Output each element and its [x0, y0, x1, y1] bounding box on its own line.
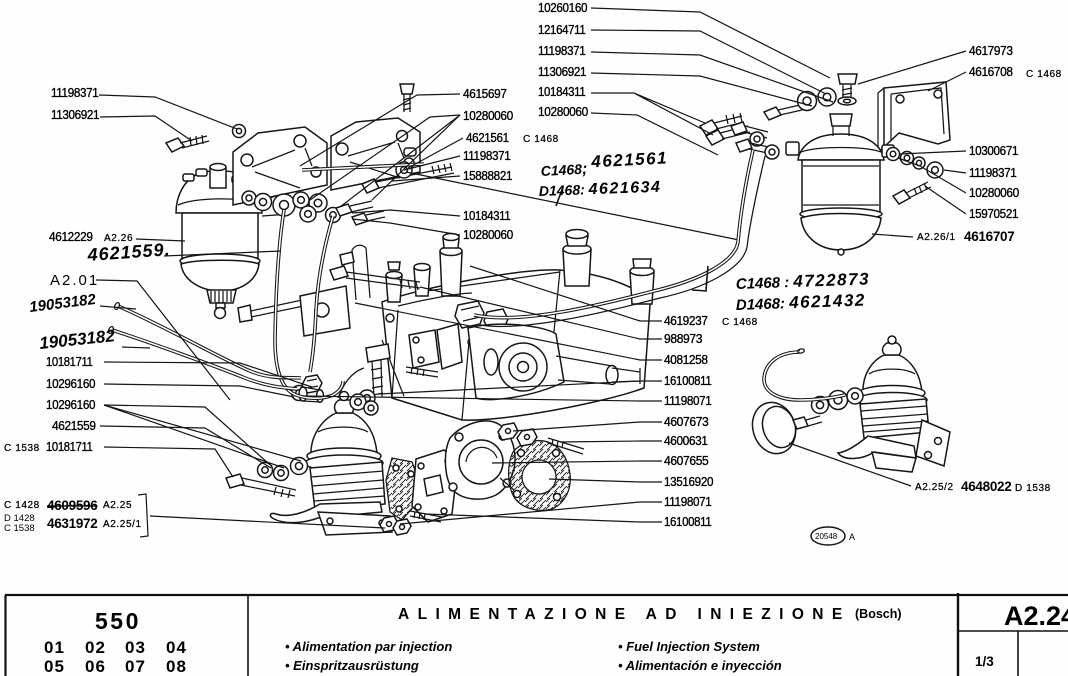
svg-text:10296160: 10296160 — [46, 376, 95, 391]
svg-text:D 1538: D 1538 — [1015, 483, 1051, 494]
svg-text:11198071: 11198071 — [664, 393, 711, 408]
svg-text:550: 550 — [95, 608, 141, 634]
svg-text:4081258: 4081258 — [664, 352, 708, 367]
svg-text:11198371: 11198371 — [969, 165, 1016, 180]
svg-text:20548: 20548 — [815, 532, 838, 541]
svg-text:4631972: 4631972 — [47, 516, 97, 531]
svg-text:15970521: 15970521 — [969, 206, 1018, 221]
svg-text:16100811: 16100811 — [664, 514, 711, 529]
svg-text:• Einspritzausrüstung: • Einspritzausrüstung — [285, 658, 419, 673]
svg-text:10280060: 10280060 — [463, 227, 513, 242]
svg-text:1/3: 1/3 — [975, 654, 994, 669]
svg-text:4617973: 4617973 — [969, 43, 1013, 58]
svg-text:A2.25/2: A2.25/2 — [915, 482, 954, 493]
svg-text:988973: 988973 — [664, 331, 702, 346]
svg-text:10181711: 10181711 — [46, 439, 93, 454]
svg-text:10280060: 10280060 — [969, 185, 1019, 200]
svg-text:4619237: 4619237 — [664, 313, 708, 328]
svg-text:(Bosch): (Bosch) — [855, 607, 902, 621]
svg-text:C 1468: C 1468 — [523, 134, 559, 145]
svg-text:A: A — [849, 532, 855, 542]
svg-text:C1468 : 4722873: C1468 : 4722873 — [735, 269, 870, 293]
svg-text:A2.01: A2.01 — [50, 272, 99, 289]
svg-text:10280060: 10280060 — [463, 108, 513, 123]
svg-text:D1468: 4621432: D1468: 4621432 — [735, 290, 866, 314]
svg-text:4648022: 4648022 — [961, 479, 1011, 494]
svg-text:4607655: 4607655 — [664, 453, 708, 468]
svg-text:11306921: 11306921 — [538, 64, 586, 79]
svg-text:4616708: 4616708 — [969, 64, 1013, 79]
svg-text:11198371: 11198371 — [463, 148, 510, 163]
svg-text:ALIMENTAZIONE AD INIEZIONE: ALIMENTAZIONE AD INIEZIONE — [398, 606, 851, 623]
svg-text:11198371: 11198371 — [538, 43, 585, 58]
svg-text:C 1428: C 1428 — [4, 500, 40, 511]
svg-text:4612229: 4612229 — [49, 229, 93, 244]
svg-text:4600631: 4600631 — [664, 433, 708, 448]
svg-text:11198071: 11198071 — [664, 494, 711, 509]
svg-text:D 1428: D 1428 — [4, 513, 35, 524]
svg-text:10260160: 10260160 — [538, 0, 587, 15]
svg-text:10296160: 10296160 — [46, 397, 95, 412]
svg-text:4621559: 4621559 — [52, 418, 96, 433]
svg-text:A2.26/1: A2.26/1 — [917, 232, 956, 243]
svg-text:12164711: 12164711 — [538, 22, 585, 37]
svg-text:4616707: 4616707 — [964, 229, 1014, 244]
svg-text:A2.26: A2.26 — [104, 233, 133, 244]
svg-text:• Alimentación e inyección: • Alimentación e inyección — [618, 658, 782, 673]
svg-text:A2.24: A2.24 — [1004, 601, 1068, 631]
svg-text:C 1538: C 1538 — [4, 443, 40, 454]
svg-text:10184311: 10184311 — [463, 208, 510, 223]
svg-text:11306921: 11306921 — [51, 107, 99, 122]
svg-text:C 1538: C 1538 — [4, 523, 35, 534]
svg-text:4607673: 4607673 — [664, 414, 708, 429]
svg-text:• Alimentation par injection: • Alimentation par injection — [285, 639, 452, 654]
svg-text:C 1468: C 1468 — [722, 317, 758, 328]
svg-text:A2.25: A2.25 — [103, 500, 132, 511]
svg-text:10280060: 10280060 — [538, 104, 588, 119]
svg-text:4621561: 4621561 — [466, 130, 509, 145]
svg-text:16100811: 16100811 — [664, 373, 711, 388]
svg-text:10181711: 10181711 — [46, 354, 93, 369]
svg-text:4609596: 4609596 — [47, 498, 98, 513]
svg-text:15888821: 15888821 — [463, 168, 512, 183]
svg-text:10300671: 10300671 — [969, 143, 1018, 158]
svg-text:10184311: 10184311 — [538, 84, 585, 99]
svg-text:C 1468: C 1468 — [1026, 69, 1062, 80]
svg-text:D1468: 4621634: D1468: 4621634 — [539, 179, 662, 200]
svg-text:11198371: 11198371 — [51, 85, 98, 100]
svg-text:A2.25/1: A2.25/1 — [103, 519, 142, 530]
svg-text:• Fuel Injection System: • Fuel Injection System — [618, 639, 760, 654]
svg-text:4615697: 4615697 — [463, 86, 507, 101]
svg-text:13516920: 13516920 — [664, 474, 713, 489]
